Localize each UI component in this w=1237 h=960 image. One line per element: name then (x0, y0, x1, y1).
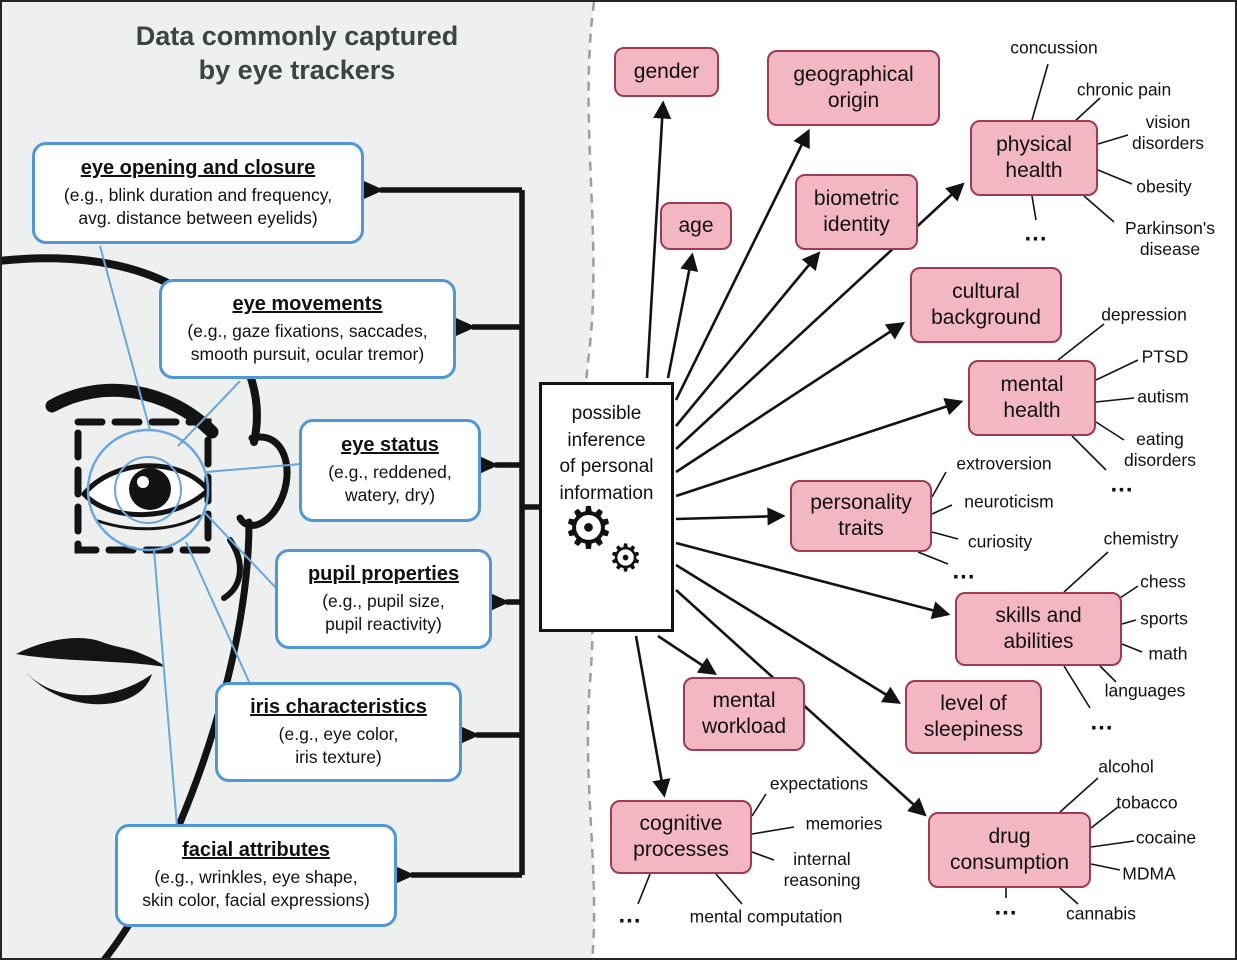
inference-node-level-of-sleepiness: level of sleepiness (905, 680, 1042, 754)
captured-box-facial-attributes: facial attributes (e.g., wrinkles, eye s… (115, 824, 397, 927)
sublabel-vision-disorders: vision disorders (1132, 112, 1204, 153)
captured-box-title: iris characteristics (250, 695, 427, 718)
sublabel-ellipsis-physical-health: ... (1024, 219, 1048, 247)
captured-box-eye-opening-closure: eye opening and closure (e.g., blink dur… (32, 142, 364, 244)
sublabel-extroversion: extroversion (956, 453, 1052, 474)
diagram-title-line2: by eye trackers (198, 54, 396, 85)
sublabel-cocaine: cocaine (1135, 827, 1197, 848)
captured-box-desc: (e.g., reddened, watery, dry) (328, 462, 452, 505)
eye-target-circle-outer (86, 428, 210, 552)
sublabel-ptsd: PTSD (1141, 346, 1189, 367)
inference-node-mental-workload: mental workload (683, 677, 805, 751)
sublabel-alcohol: alcohol (1098, 756, 1154, 777)
inference-node-cognitive-processes: cognitive processes (610, 800, 752, 874)
captured-box-desc: (e.g., pupil size, pupil reactivity) (322, 590, 445, 634)
sublabel-memories: memories (805, 813, 883, 834)
sublabel-depression: depression (1101, 304, 1187, 325)
sublabel-expectations: expectations (769, 773, 869, 794)
inference-node-mental-health: mental health (968, 360, 1096, 436)
captured-box-eye-movements: eye movements (e.g., gaze fixations, sac… (159, 279, 456, 379)
sublabel-ellipsis-drug: ... (994, 893, 1018, 921)
captured-box-iris-characteristics: iris characteristics (e.g., eye color, i… (215, 682, 462, 782)
sublabel-math: math (1148, 643, 1188, 664)
sublabel-curiosity: curiosity (967, 531, 1033, 552)
gears-icon: ⚙ ⚙ (559, 499, 655, 597)
inference-node-cultural-background: cultural background (910, 267, 1062, 343)
sublabel-mental-computation: mental computation (689, 906, 843, 927)
inference-engine-text: possible inference of personal informati… (559, 403, 654, 504)
sublabel-cannabis: cannabis (1065, 903, 1137, 924)
sublabel-sports: sports (1140, 608, 1188, 629)
captured-data-connectors (364, 181, 541, 884)
gear-large-icon: ⚙ (562, 494, 615, 563)
captured-box-title: eye movements (232, 292, 383, 315)
captured-box-title: pupil properties (307, 562, 460, 585)
captured-box-desc: (e.g., gaze fixations, saccades, smooth … (187, 320, 428, 364)
captured-box-title: eye status (341, 434, 439, 457)
inference-node-skills-abilities: skills and abilities (955, 592, 1122, 666)
sublabel-ellipsis-mental-health: ... (1110, 470, 1134, 498)
diagram-title: Data commonly captured by eye trackers (62, 20, 532, 88)
inference-engine-box: possible inference of personal informati… (539, 382, 674, 632)
diagram-title-line1: Data commonly captured (135, 21, 459, 51)
inference-node-drug-consumption: drug consumption (928, 812, 1091, 888)
sublabel-languages: languages (1104, 680, 1186, 701)
sublabel-chemistry: chemistry (1103, 528, 1179, 549)
sublabel-eating-disorders: eating disorders (1124, 429, 1196, 470)
sublabel-internal-reasoning: internal reasoning (783, 849, 861, 890)
captured-box-title: facial attributes (182, 839, 330, 862)
sublabel-autism: autism (1137, 386, 1189, 407)
inference-node-biometric-identity: biometric identity (795, 174, 918, 250)
inference-node-age: age (660, 202, 732, 250)
eye-callout-lines (99, 245, 302, 827)
eye-target-circle-inner (114, 456, 182, 524)
inference-node-personality-traits: personality traits (790, 480, 932, 552)
captured-box-title: eye opening and closure (80, 156, 316, 179)
captured-box-desc: (e.g., wrinkles, eye shape, skin color, … (142, 867, 370, 910)
sublabel-obesity: obesity (1136, 176, 1192, 197)
sublabel-chess: chess (1140, 571, 1186, 592)
sublabel-ellipsis-cognitive: ... (618, 901, 642, 929)
sublabel-mdma: MDMA (1122, 863, 1176, 884)
inference-node-physical-health: physical health (970, 120, 1098, 196)
inference-node-geographical-origin: geographical origin (767, 50, 940, 126)
divider-dashed-line (583, 2, 596, 958)
sublabel-tobacco: tobacco (1116, 792, 1178, 813)
sublabel-chronic-pain: chronic pain (1076, 79, 1172, 100)
gear-small-icon: ⚙ (608, 536, 643, 581)
face-illustration (2, 254, 291, 958)
sublabel-neuroticism: neuroticism (964, 491, 1054, 512)
captured-box-desc: (e.g., eye color, iris texture) (278, 723, 399, 767)
captured-box-pupil-properties: pupil properties (e.g., pupil size, pupi… (275, 549, 492, 649)
sublabel-concussion: concussion (1010, 37, 1098, 58)
inference-node-gender: gender (614, 47, 719, 97)
sublabel-parkinsons-disease: Parkinson's disease (1125, 218, 1215, 259)
captured-box-eye-status: eye status (e.g., reddened, watery, dry) (299, 419, 481, 522)
sublabel-ellipsis-skills: ... (1090, 708, 1114, 736)
sublabel-ellipsis-personality: ... (952, 557, 976, 585)
captured-box-desc: (e.g., blink duration and frequency, avg… (63, 184, 333, 228)
